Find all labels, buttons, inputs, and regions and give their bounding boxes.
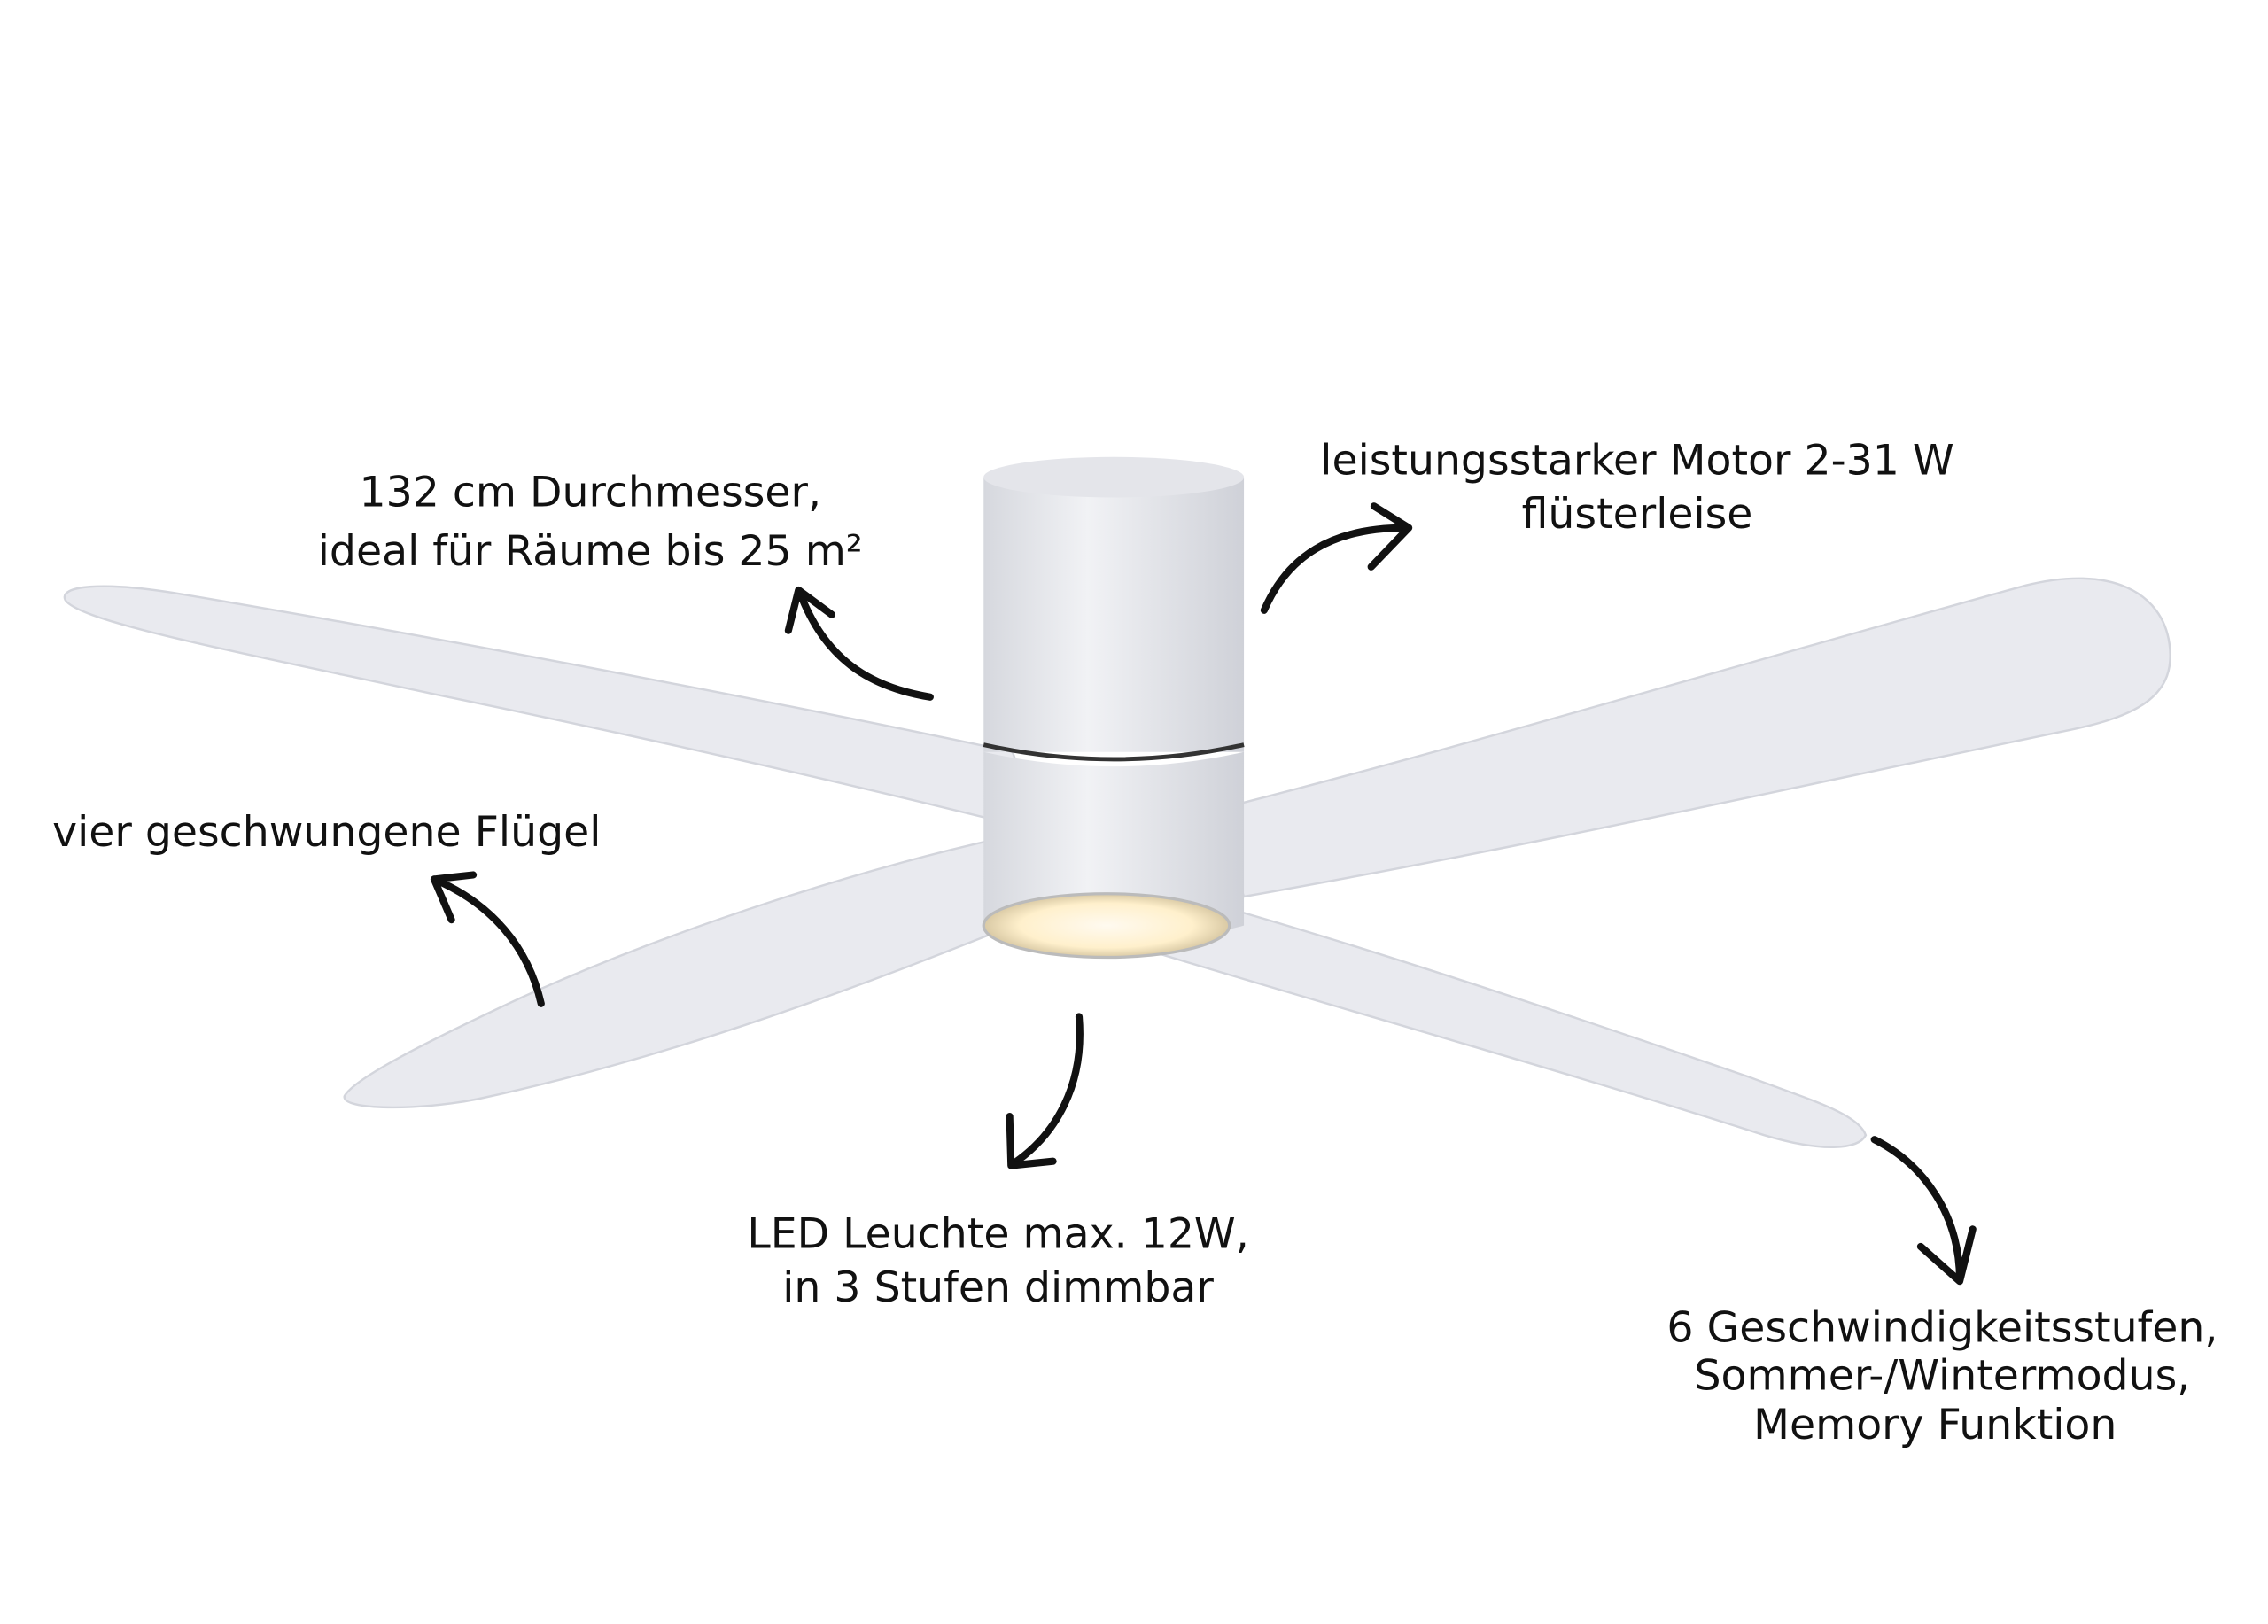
svg-text:flüsterleise: flüsterleise: [1522, 490, 1753, 539]
svg-text:vier geschwungene Flügel: vier geschwungene Flügel: [52, 808, 601, 857]
annotation-speeds: 6 Geschwindigkeitsstufen, Sommer-/Winter…: [1666, 1304, 2218, 1449]
arrow-blades-icon: [430, 871, 545, 1007]
hub: [983, 751, 1245, 944]
annotation-blades: vier geschwungene Flügel: [52, 808, 601, 857]
svg-text:ideal für Räume bis 25 m²: ideal für Räume bis 25 m²: [318, 527, 863, 576]
fan-blade-upper-left: [63, 585, 1044, 834]
ceiling-fan: [63, 456, 2171, 1148]
fan-blade-right: [1213, 577, 2171, 898]
svg-text:LED Leuchte max. 12W,: LED Leuchte max. 12W,: [747, 1210, 1248, 1259]
svg-text:132 cm Durchmesser,: 132 cm Durchmesser,: [359, 468, 821, 517]
svg-text:leistungsstarker Motor 2-31 W: leistungsstarker Motor 2-31 W: [1320, 436, 1953, 485]
annotation-motor: leistungsstarker Motor 2-31 W flüsterlei…: [1320, 436, 1953, 538]
annotation-arrows: [430, 502, 1977, 1286]
svg-text:Sommer-/Wintermodus,: Sommer-/Wintermodus,: [1695, 1352, 2191, 1401]
arrow-led-icon: [1006, 1013, 1084, 1169]
arrow-motor-icon: [1260, 502, 1413, 614]
arrow-speeds-icon: [1870, 1136, 1977, 1286]
svg-text:Memory Funktion: Memory Funktion: [1753, 1401, 2117, 1449]
led-light: [982, 892, 1231, 960]
svg-text:in 3 Stufen dimmbar: in 3 Stufen dimmbar: [782, 1263, 1214, 1312]
motor-top: [983, 456, 1245, 498]
motor-housing: [983, 477, 1245, 752]
annotation-diameter: 132 cm Durchmesser, ideal für Räume bis …: [318, 468, 863, 576]
fan-blade-lower-right: [1111, 895, 1868, 1148]
arrow-diameter-icon: [784, 586, 934, 701]
fan-blade-lower-left: [343, 837, 1014, 1109]
svg-text:6 Geschwindigkeitsstufen,: 6 Geschwindigkeitsstufen,: [1666, 1304, 2218, 1353]
annotation-led: LED Leuchte max. 12W, in 3 Stufen dimmba…: [747, 1210, 1248, 1312]
